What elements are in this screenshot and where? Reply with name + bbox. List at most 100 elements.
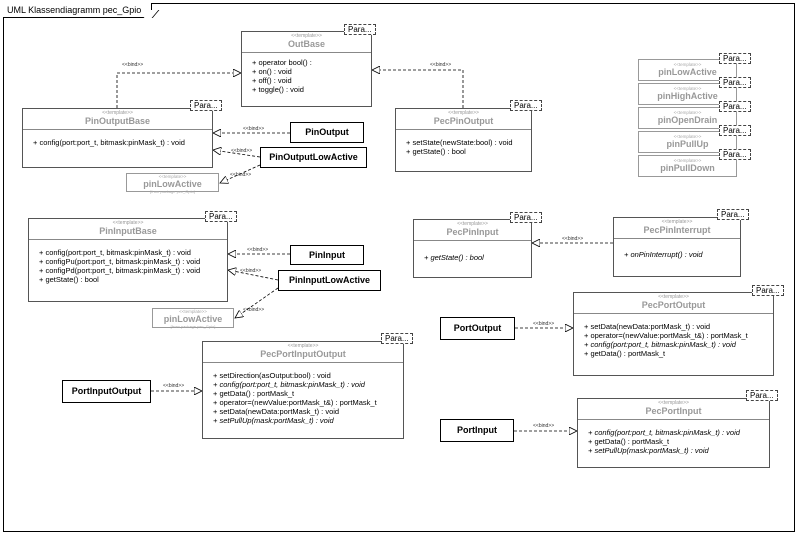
stereotype: <<template>>	[661, 219, 693, 225]
bind-label: <<bind>>	[230, 172, 252, 178]
class-pecpinoutput[interactable]: <<template>>PecPinOutput + setState(newS…	[395, 108, 532, 172]
class-pecportoutput[interactable]: <<template>>PecPortOutput + setData(newD…	[573, 292, 774, 376]
bind-label: <<bind>>	[231, 148, 253, 154]
operation: + getData() : portMask_t	[213, 389, 295, 398]
policy-pinpulldown[interactable]: <<template>> pinPullDown	[638, 155, 737, 177]
policy-name: pinHighActive	[657, 91, 718, 101]
template-parameter: Para...	[719, 77, 751, 88]
bind-label: <<bind>>	[243, 126, 265, 132]
ref-name: pinLowActive	[163, 314, 223, 324]
bind-label: <<bind>>	[430, 62, 452, 68]
bind-line-pinoutputlowactive-base	[213, 150, 261, 158]
stereotype: <<template>>	[673, 62, 702, 67]
operation: + setData(newData:portMask_t) : void	[213, 407, 340, 416]
operation: + config(port:port_t, bitmask:pinMask_t)…	[584, 340, 736, 349]
stereotype: <<template>>	[658, 294, 689, 300]
stereotype: <<template>>	[658, 400, 689, 406]
bound-class-pinoutputlowactive[interactable]: PinOutputLowActive	[260, 147, 367, 168]
stereotype: <<template>>	[457, 221, 488, 227]
operation: + toggle() : void	[252, 85, 304, 94]
operation: + getData() : portMask_t	[588, 437, 670, 446]
template-parameter: Para...	[719, 125, 751, 136]
diagram-frame	[3, 3, 795, 532]
class-pecpininterrupt[interactable]: <<template>>PecPinInterrupt + onPinInter…	[613, 217, 741, 277]
operation: + getState() : bool	[424, 253, 484, 262]
class-pecportinputoutput[interactable]: <<template>>PecPortInputOutput + setDire…	[202, 341, 404, 439]
class-pecportinput[interactable]: <<template>>PecPortInput + config(port:p…	[577, 398, 770, 468]
stereotype: <<template>>	[291, 33, 322, 39]
class-pininputbase[interactable]: <<template>>PinInputBase + config(port:p…	[28, 218, 228, 302]
policy-pinopendrain[interactable]: <<template>> pinOpenDrain	[638, 107, 737, 129]
class-name: PecPortOutput	[641, 300, 706, 310]
bound-class-pininputlowactive[interactable]: PinInputLowActive	[278, 270, 381, 291]
class-outbase[interactable]: <<template>>OutBase + operator bool() : …	[241, 31, 372, 107]
operation: + setDirection(asOutput:bool) : void	[213, 371, 331, 380]
bind-label: <<bind>>	[533, 423, 555, 429]
bind-label: <<bind>>	[122, 62, 144, 68]
stereotype: <<template>>	[673, 158, 702, 163]
stereotype: <<template>>	[179, 309, 207, 314]
operation: + config(port:port_t, bitmask:pinMask_t)…	[588, 428, 740, 437]
class-name: PecPinOutput	[433, 116, 494, 126]
template-parameter: Para...	[752, 285, 784, 296]
operation: + setPullUp(mask:portMask_t) : void	[213, 416, 334, 425]
policy-pinlowactive[interactable]: <<template>> pinLowActive	[638, 59, 737, 81]
template-parameter: Para...	[510, 212, 542, 223]
stereotype: <<template>>	[448, 110, 479, 116]
bound-class-portinputoutput[interactable]: PortInputOutput	[62, 380, 151, 403]
class-name: PinInputBase	[99, 226, 157, 236]
stereotype: <<template>>	[673, 134, 702, 139]
stereotype: <<template>>	[673, 86, 702, 91]
class-name: PecPortInput	[645, 406, 702, 416]
operation: + operator bool() :	[252, 58, 312, 67]
bound-class-portinput[interactable]: PortInput	[440, 419, 514, 442]
policy-name: pinPullDown	[660, 163, 715, 173]
class-name: PecPinInput	[446, 227, 499, 237]
bound-class-portoutput[interactable]: PortOutput	[440, 317, 515, 340]
class-name: PinOutputBase	[84, 116, 150, 126]
template-parameter: Para...	[205, 211, 237, 222]
policy-name: pinLowActive	[658, 67, 717, 77]
operation: + configPu(port:port_t, bitmask:pinMask_…	[39, 257, 201, 266]
policy-pinhighactive[interactable]: <<template>> pinHighActive	[638, 83, 737, 105]
operation: + configPd(port:port_t, bitmask:pinMask_…	[39, 266, 201, 275]
bind-label: <<bind>>	[247, 247, 269, 253]
ref-pinlowactive[interactable]: <<template>> pinLowActive {from package …	[126, 173, 219, 194]
template-parameter: Para...	[344, 24, 376, 35]
class-pecpininput[interactable]: <<template>>PecPinInput + getState() : b…	[413, 219, 532, 278]
stereotype: <<template>>	[158, 174, 187, 179]
stereotype: <<template>>	[112, 220, 144, 226]
bind-label: <<bind>>	[533, 321, 555, 327]
operation: + getState() : bool	[406, 147, 466, 156]
bind-label: <<bind>>	[562, 236, 584, 242]
operation: + off() : void	[252, 76, 292, 85]
ref-pinlowactive[interactable]: <<template>> pinLowActive {from package …	[152, 308, 234, 329]
operation: + config(port:port_t, bitmask:pinMask_t)…	[39, 248, 191, 257]
class-name: OutBase	[287, 39, 325, 49]
class-name: PecPortInputOutput	[260, 349, 346, 359]
class-pinoutputbase[interactable]: <<template>>PinOutputBase + config(port:…	[22, 108, 213, 168]
bind-line-lowactive-ref1	[220, 164, 261, 183]
bound-class-pinoutput[interactable]: PinOutput	[290, 122, 364, 143]
stereotype: <<template>>	[673, 110, 702, 115]
stereotype: <<template>>	[287, 343, 319, 349]
ref-name: pinLowActive	[143, 179, 202, 189]
template-parameter: Para...	[381, 333, 413, 344]
bind-line-pecpinoutput-outbase	[372, 70, 464, 108]
policy-pinpullup[interactable]: <<template>> pinPullUp	[638, 131, 737, 153]
policy-name: pinPullUp	[666, 139, 709, 149]
operation: + setData(newData:portMask_t) : void	[584, 322, 711, 331]
operation: + setState(newState:bool) : void	[406, 138, 513, 147]
class-name: PecPinInterrupt	[643, 225, 711, 235]
template-parameter: Para...	[719, 149, 751, 160]
operation: + getState() : bool	[39, 275, 99, 284]
template-parameter: Para...	[719, 101, 751, 112]
from-package: {from package pec_Gpio}	[149, 189, 196, 194]
bound-class-pininput[interactable]: PinInput	[290, 245, 364, 265]
bind-line-pinoutputbase-outbase	[116, 73, 241, 108]
operation: + setPullUp(mask:portMask_t) : void	[588, 446, 709, 455]
bind-label: <<bind>>	[240, 268, 262, 274]
operation: + operator=(newValue:portMask_t&) : port…	[584, 331, 748, 340]
operation: + operator=(newValue:portMask_t&) : port…	[213, 398, 377, 407]
